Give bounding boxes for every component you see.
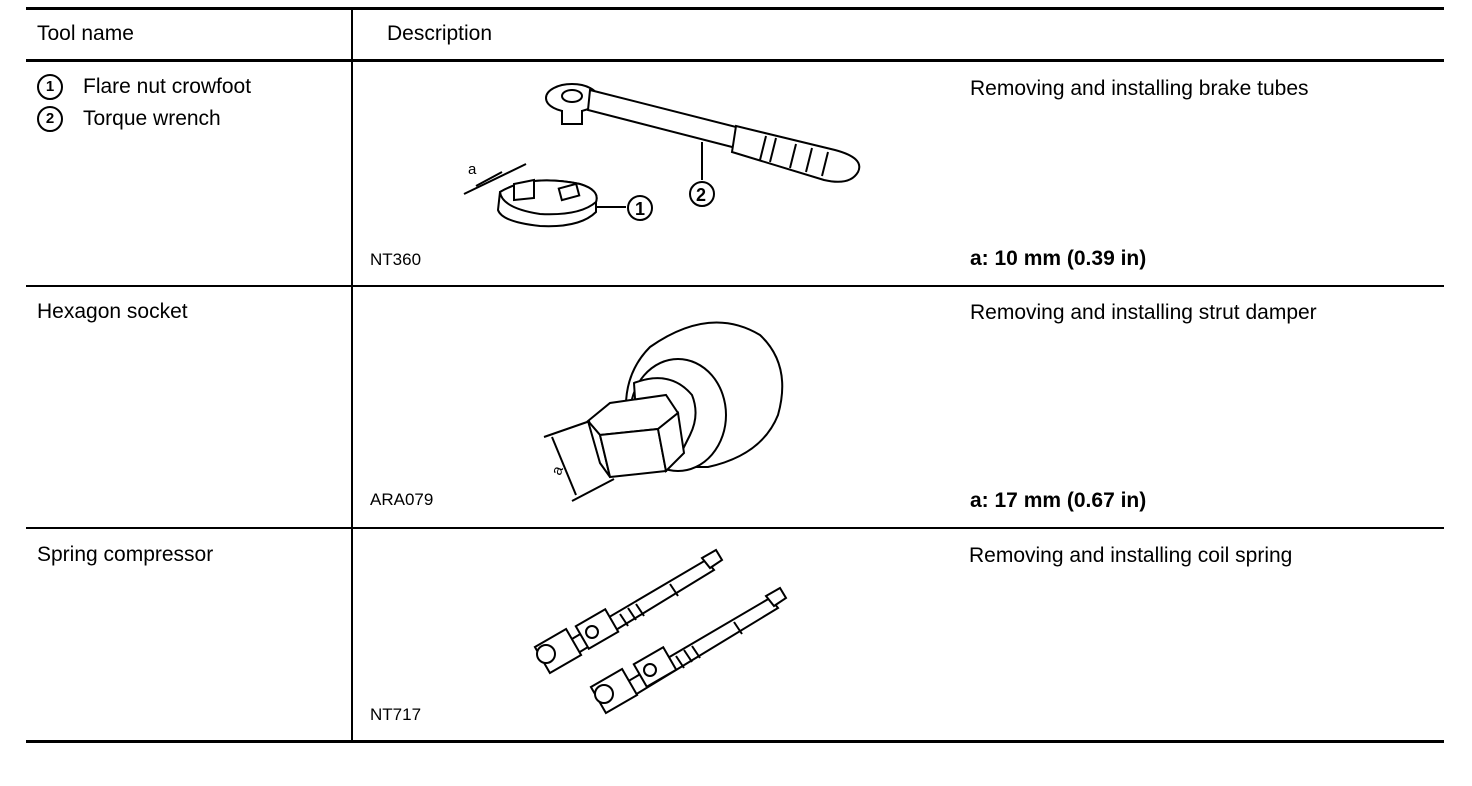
row-divider-2 [26,527,1444,529]
grip-ridge [821,151,829,177]
thread-mark [635,603,645,617]
row3-description: Removing and installing coil spring [969,544,1293,567]
tool-item-flare-nut: 1 Flare nut crowfoot [37,74,251,100]
row2-spec: a: 17 mm (0.67 in) [970,489,1147,512]
callout-2-label: 2 [696,185,706,205]
thread-mark [669,583,679,597]
tool-name: Torque wrench [83,107,221,130]
grip-ridge [789,143,797,169]
clamp-bolt [594,684,614,704]
hexagon-socket-illustration: a [543,321,784,502]
dimension-line [463,163,527,195]
row1-description: Removing and installing brake tubes [970,77,1309,100]
callout-number: 1 [37,74,63,100]
tool-list-row1: 1 Flare nut crowfoot 2 Torque wrench [37,74,251,132]
figure-code-nt717: NT717 [370,705,422,724]
extension-line [571,478,615,502]
crowfoot-jaw [513,178,535,202]
callout-number: 2 [37,106,63,132]
extension-line [543,420,591,438]
wrench-shaft [586,88,742,150]
header-bottom-rule [26,59,1444,62]
grip-ridge [769,137,777,163]
row2-description: Removing and installing strut damper [970,301,1317,324]
header-description: Description [387,22,493,45]
compressor-upper [533,548,724,675]
wrench-grip [730,124,861,183]
thread-mark [675,655,685,669]
figure-code-nt360: NT360 [370,250,422,269]
dimension-line [551,436,577,496]
tool-item-torque-wrench: 2 Torque wrench [37,106,251,132]
thread-mark [733,621,743,635]
dimension-label-a: a [468,161,477,178]
figure-code-ara079: ARA079 [370,490,434,509]
rod-tip [764,586,788,608]
clamp-bolt [643,663,657,677]
dimension-line [475,171,503,187]
callout-1-label: 1 [635,199,645,219]
rod-tip [700,548,724,570]
grip-ridge [805,147,813,173]
clamp-bolt [585,625,599,639]
wrench-drive [561,110,583,125]
thread-mark [619,613,629,627]
thread-mark [683,649,693,663]
tool-name-spring-compressor: Spring compressor [37,543,214,566]
clamp-bolt [536,644,556,664]
tool-name-hexagon-socket: Hexagon socket [37,300,188,323]
crowfoot-square [557,182,581,202]
tool-name: Flare nut crowfoot [83,75,252,98]
thread-mark [627,607,637,621]
grip-ridge [759,135,767,161]
compressor-lower [589,586,788,715]
table-bottom-rule [26,740,1444,743]
row-divider-1 [26,285,1444,287]
row1-spec: a: 10 mm (0.39 in) [970,247,1147,270]
callout-1-circle [627,195,653,221]
hex-drive-side [598,427,668,479]
flare-nut-and-torque-wrench-illustration: 2 a 1 [463,83,861,228]
column-divider [351,8,353,742]
wrench-head-hole [561,89,583,103]
header-tool-name: Tool name [37,22,134,45]
callout-2-circle [689,181,715,207]
spring-compressor-illustration [533,548,788,715]
table-top-rule [26,7,1444,10]
thread-mark [691,645,701,659]
hex-drive-end [656,411,686,474]
